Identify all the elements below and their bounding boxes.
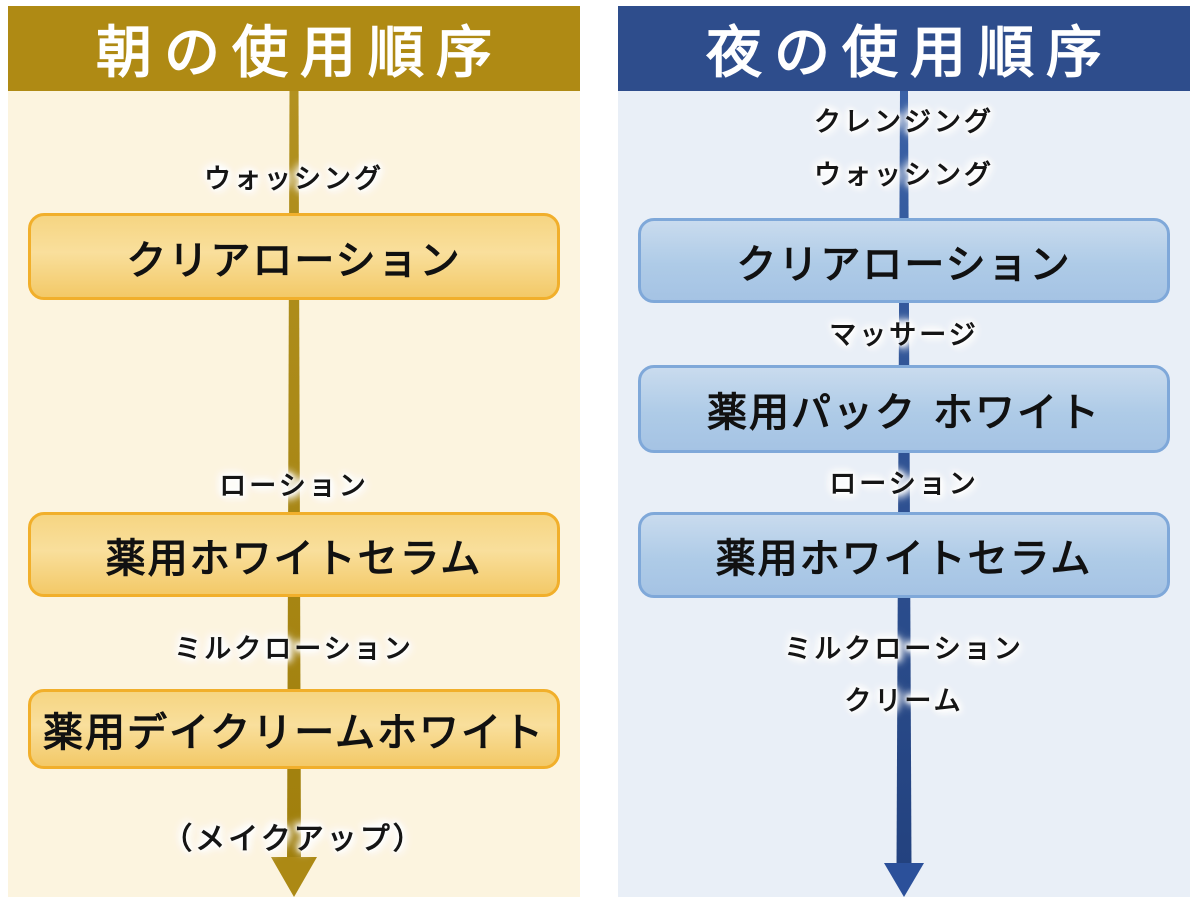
night-panel-title: 夜の使用順序 [706,21,1114,86]
morning-panel-body: ウォッシング クリアローション ローション 薬用ホワイトセラム ミルクローション… [8,91,580,897]
night-label-massage: マッサージ [829,320,979,351]
morning-box-day-cream-white: 薬用デイクリームホワイト [28,689,560,769]
night-box-clear-lotion-label: クリアローション [736,241,1072,288]
morning-panel-header: 朝の使用順序 [8,6,580,91]
night-label-lotion: ローション [829,469,979,500]
night-label-cream: クリーム [844,686,964,717]
morning-label-lotion: ローション [219,471,369,502]
morning-label-makeup: （メイクアップ） [162,822,426,857]
morning-box-clear-lotion: クリアローション [28,213,560,300]
night-box-pack-white: 薬用パック ホワイト [638,365,1170,453]
night-label-cleansing: クレンジング [814,107,994,138]
morning-box-white-serum: 薬用ホワイトセラム [28,512,560,597]
morning-box-white-serum-label: 薬用ホワイトセラム [105,535,483,582]
night-label-washing: ウォッシング [814,160,994,191]
morning-panel: 朝の使用順序 ウォッシング クリアローション ローション 薬用ホワイトセラム ミ… [8,6,580,897]
night-box-white-serum-label: 薬用ホワイトセラム [715,536,1093,582]
morning-label-milk-lotion: ミルクローション [174,634,414,665]
night-box-white-serum: 薬用ホワイトセラム [638,512,1170,598]
night-panel-header: 夜の使用順序 [618,6,1190,91]
morning-box-clear-lotion-label: クリアローション [126,237,462,284]
morning-panel-title: 朝の使用順序 [96,21,504,86]
night-label-milk-lotion: ミルクローション [784,634,1024,665]
night-box-clear-lotion: クリアローション [638,218,1170,303]
night-box-pack-white-label: 薬用パック ホワイト [707,390,1101,436]
morning-label-washing: ウォッシング [204,164,384,195]
night-panel-body: クレンジング ウォッシング クリアローション マッサージ 薬用パック ホワイト … [618,91,1190,897]
morning-box-day-cream-white-label: 薬用デイクリームホワイト [43,710,545,756]
night-panel: 夜の使用順序 クレンジング ウォッシング クリアローション マッサージ 薬用パッ… [618,6,1190,897]
